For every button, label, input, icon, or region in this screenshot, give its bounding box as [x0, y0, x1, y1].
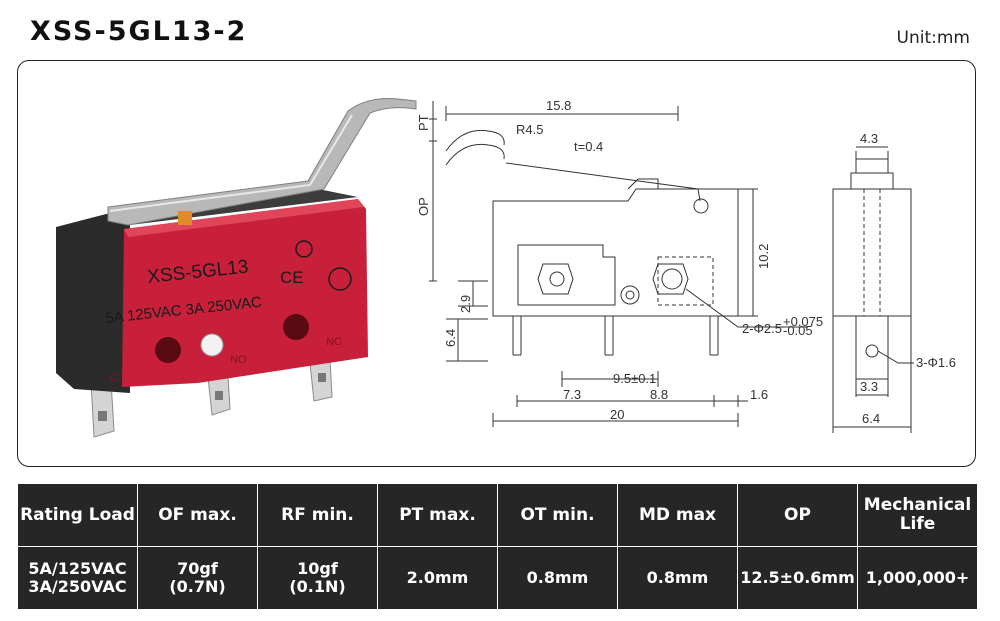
- label-radius: R4.5: [516, 122, 543, 137]
- value-of-max-line2: (0.7N): [169, 577, 226, 596]
- label-op: OP: [416, 197, 431, 216]
- label-side-4-3: 4.3: [860, 131, 878, 146]
- label-8-8: 8.8: [650, 387, 668, 402]
- header-pt-max: PT max.: [377, 483, 498, 547]
- value-rating-load-line2: 3A/250VAC: [28, 577, 127, 596]
- label-1-6: 1.6: [750, 387, 768, 402]
- switch-body: [122, 199, 368, 387]
- front-lever: [505, 162, 701, 202]
- value-md-max: 0.8mm: [617, 546, 738, 610]
- spec-value-row: 5A/125VAC 3A/250VAC 70gf (0.7N) 10gf (0.…: [17, 546, 978, 610]
- value-op: 12.5±0.6mm: [737, 546, 858, 610]
- switch-back: [56, 213, 130, 393]
- value-of-max-line1: 70gf: [177, 559, 218, 578]
- product-photo: XSS-5GL13 5A 125VAC 3A 250VAC CE NO NC C: [56, 98, 417, 438]
- value-pt-max: 2.0mm: [377, 546, 498, 610]
- label-pt: PT: [416, 114, 431, 131]
- drawing-panel: XSS-5GL13 5A 125VAC 3A 250VAC CE NO NC C: [17, 60, 976, 467]
- header-mechanical-life-line2: Life: [899, 514, 936, 534]
- unit-label: Unit:mm: [896, 28, 970, 48]
- label-width-top: 15.8: [546, 98, 571, 113]
- rivet: [200, 333, 224, 357]
- print-nc: NC: [326, 336, 342, 348]
- label-hole-dia: 2-Φ2.5: [742, 321, 782, 336]
- value-ot-min: 0.8mm: [497, 546, 618, 610]
- label-2-9: 2.9: [458, 295, 473, 313]
- cert-mark-icon: [295, 240, 313, 258]
- label-pin-pitch: 9.5±0.1: [613, 371, 656, 386]
- label-6-4-left: 6.4: [443, 329, 458, 347]
- value-mechanical-life: 1,000,000+: [857, 546, 978, 610]
- print-no: NO: [230, 354, 247, 366]
- side-body-outline: [832, 188, 912, 317]
- mount-hole-right: [283, 314, 309, 340]
- label-20: 20: [610, 407, 624, 422]
- label-side-hole: 3-Φ1.6: [916, 355, 956, 370]
- header-rating-load: Rating Load: [17, 483, 138, 547]
- header-of-max: OF max.: [137, 483, 258, 547]
- header-rf-min: RF min.: [257, 483, 378, 547]
- label-side-3-3: 3.3: [860, 379, 878, 394]
- value-rating-load: 5A/125VAC 3A/250VAC: [17, 546, 138, 610]
- header-ot-min: OT min.: [497, 483, 618, 547]
- front-view-drawing: PT OP 15.8 R4.5 t=0.4 10.2 2.9 6.4 2-Φ2.…: [416, 98, 823, 427]
- label-hole-tol-plus: +0.075: [783, 314, 823, 329]
- value-rf-min: 10gf (0.1N): [257, 546, 378, 610]
- header-mechanical-life-line1: Mechanical: [863, 495, 972, 515]
- value-rating-load-line1: 5A/125VAC: [28, 559, 127, 578]
- print-ce: CE: [280, 268, 304, 287]
- mount-hole-left: [155, 337, 181, 363]
- value-of-max: 70gf (0.7N): [137, 546, 258, 610]
- header-md-max: MD max: [617, 483, 738, 547]
- page-title: XSS-5GL13-2: [30, 16, 248, 47]
- terminal-no: [207, 376, 231, 416]
- label-side-6-4: 6.4: [862, 411, 880, 426]
- drawing-canvas: XSS-5GL13 5A 125VAC 3A 250VAC CE NO NC C: [56, 98, 956, 438]
- label-height-right: 10.2: [756, 244, 771, 269]
- tuv-mark-icon: [328, 267, 352, 291]
- label-hole-tol-minus: -0.05: [783, 323, 813, 338]
- print-c: C: [110, 372, 118, 384]
- header-op: OP: [737, 483, 858, 547]
- value-rf-min-line1: 10gf: [297, 559, 338, 578]
- value-rf-min-line2: (0.1N): [289, 577, 346, 596]
- label-thickness: t=0.4: [574, 139, 603, 154]
- spec-header-row: Rating Load OF max. RF min. PT max. OT m…: [17, 483, 978, 547]
- spec-table: Rating Load OF max. RF min. PT max. OT m…: [17, 483, 978, 610]
- side-view-drawing: 4.3 3-Φ1.6 3.3 6.4: [832, 131, 956, 433]
- lever-arm: [107, 98, 417, 226]
- label-7-3: 7.3: [563, 387, 581, 402]
- header-mechanical-life: Mechanical Life: [857, 483, 978, 547]
